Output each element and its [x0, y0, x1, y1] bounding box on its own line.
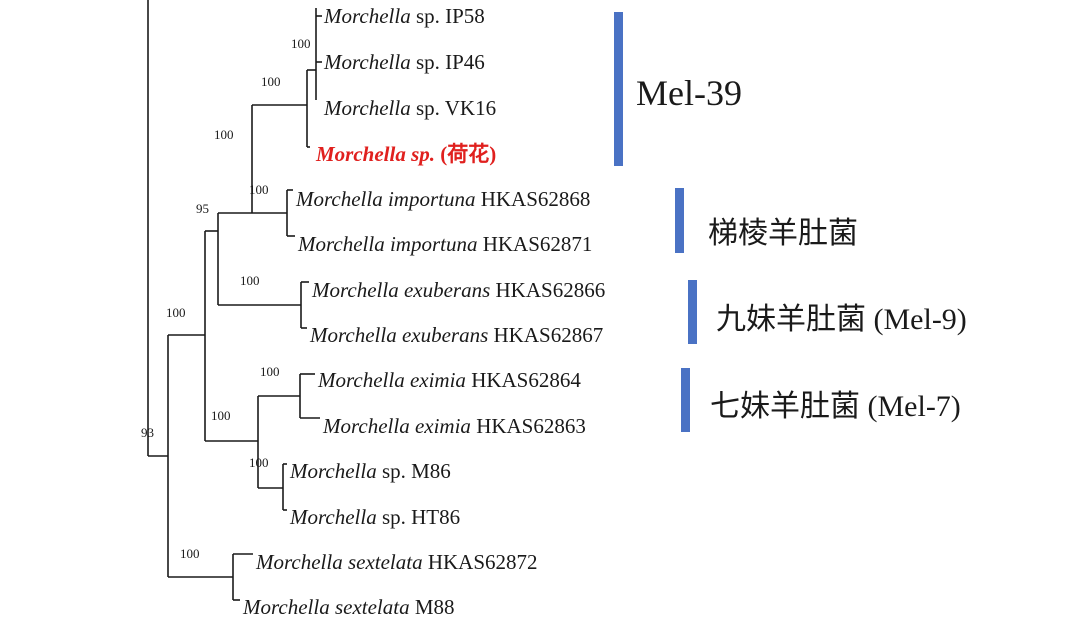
tree-branches: [147, 0, 322, 601]
leaf-label: Morchella sp. M86: [289, 459, 451, 483]
leaf-label: Morchella sp. IP58: [323, 4, 485, 28]
leaf-label: Morchella importuna HKAS62868: [295, 187, 590, 211]
clade-bar-importuna: [675, 188, 684, 253]
bootstrap-value: 100: [249, 455, 269, 470]
bootstrap-value: 100: [240, 273, 260, 288]
bootstrap-value: 100: [291, 36, 311, 51]
clade-bar-mel-39: [614, 12, 623, 166]
bootstrap-value: 100: [260, 364, 280, 379]
bootstrap-value: 100: [261, 74, 281, 89]
leaf-label: Morchella sp. VK16: [323, 96, 496, 120]
bootstrap-value: 100: [180, 546, 200, 561]
leaf-label: Morchella sextelata HKAS62872: [255, 550, 538, 574]
clade-bar-mel-7: [681, 368, 690, 432]
leaf-label: Morchella sp. IP46: [323, 50, 485, 74]
leaf-label: Morchella exuberans HKAS62866: [311, 278, 605, 302]
bootstrap-value: 95: [196, 201, 209, 216]
leaf-label-highlighted: Morchella sp. (荷花): [315, 142, 496, 166]
leaf-label: Morchella eximia HKAS62863: [322, 414, 586, 438]
clade-label-mel-9: 九妹羊肚菌 (Mel-9): [716, 303, 967, 336]
clade-bar-mel-9: [688, 280, 697, 344]
bootstrap-value: 100: [214, 127, 234, 142]
clade-bars: [614, 12, 697, 432]
bootstrap-value: 93: [141, 425, 154, 440]
clade-label-mel-39: Mel-39: [636, 73, 742, 113]
bootstrap-values: 100 100 100 100 95 100 100 100 100 100 9…: [141, 36, 311, 561]
clade-label-importuna: 梯棱羊肚菌: [708, 217, 858, 250]
bootstrap-value: 100: [249, 182, 269, 197]
leaf-label: Morchella sp. HT86: [289, 505, 460, 529]
clade-labels: Mel-39 梯棱羊肚菌 九妹羊肚菌 (Mel-9) 七妹羊肚菌 (Mel-7): [636, 73, 967, 423]
leaf-label: Morchella importuna HKAS62871: [297, 232, 592, 256]
leaf-labels: Morchella sp. IP58 Morchella sp. IP46 Mo…: [242, 4, 605, 619]
leaf-label: Morchella sextelata M88: [242, 595, 455, 619]
leaf-label: Morchella eximia HKAS62864: [317, 368, 581, 392]
bootstrap-value: 100: [166, 305, 186, 320]
clade-label-mel-7: 七妹羊肚菌 (Mel-7): [710, 390, 961, 423]
leaf-label: Morchella exuberans HKAS62867: [309, 323, 603, 347]
bootstrap-value: 100: [211, 408, 231, 423]
